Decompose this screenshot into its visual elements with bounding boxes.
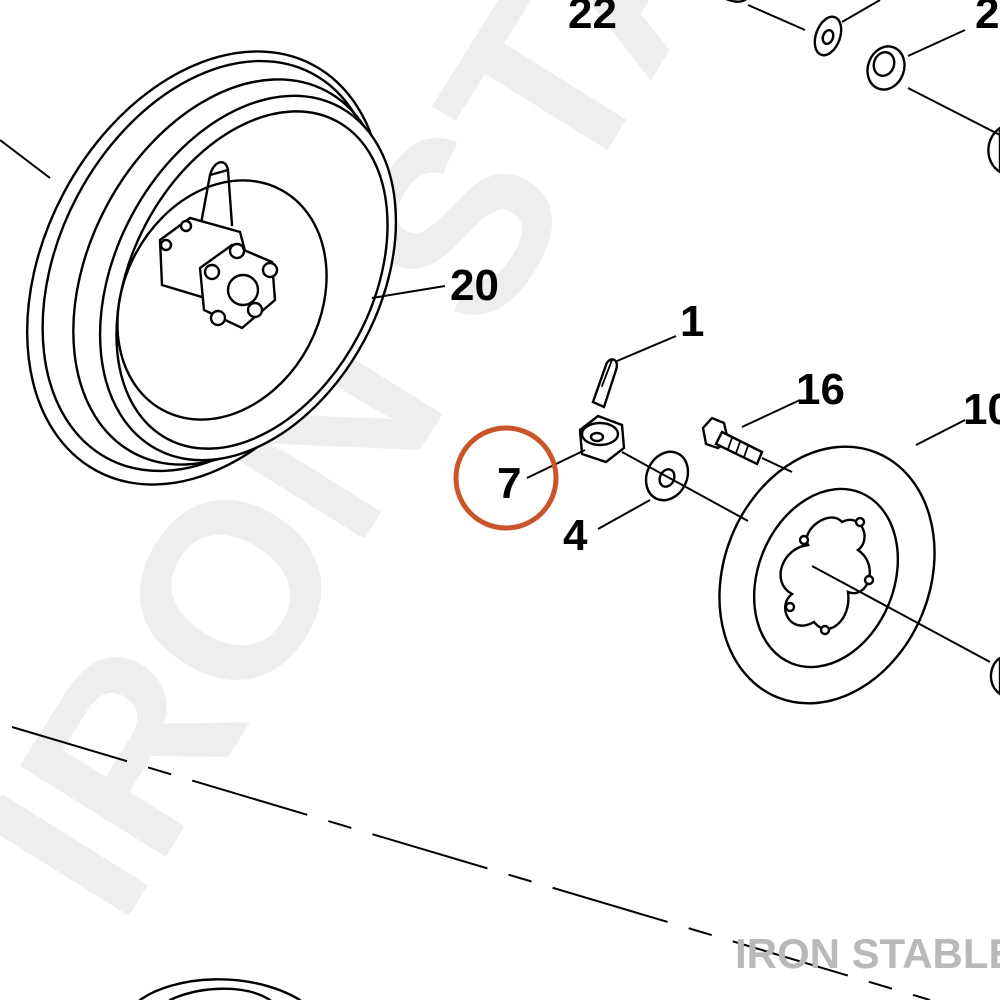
wheel-part-20 (25, 50, 398, 486)
callout-10: 10 (963, 385, 1000, 434)
bolt-part-16 (701, 416, 764, 466)
partial-part-bottom (138, 978, 302, 1000)
callout-24: 24 (975, 0, 1000, 38)
brand-logo-text: IRON STABLE (735, 930, 1000, 977)
callout-labels: 22 24 20 1 16 10 7 4 (450, 0, 1000, 560)
cotter-pin-part-1 (591, 358, 619, 409)
callout-20: 20 (450, 261, 499, 310)
callout-22: 22 (568, 0, 617, 38)
bearing-part-24 (866, 45, 1000, 174)
callout-4: 4 (563, 511, 588, 560)
leader-lines (371, 0, 1000, 663)
dashed-centerline (11, 726, 931, 1000)
axle-line-upper (0, 139, 51, 179)
callout-16: 16 (796, 365, 845, 414)
highlight-circle (453, 425, 559, 531)
callout-1: 1 (680, 297, 704, 346)
washer-part-22 (725, 0, 843, 57)
callout-7: 7 (497, 459, 521, 508)
castle-nut-part-7 (578, 414, 626, 464)
axle-end (989, 656, 1000, 696)
